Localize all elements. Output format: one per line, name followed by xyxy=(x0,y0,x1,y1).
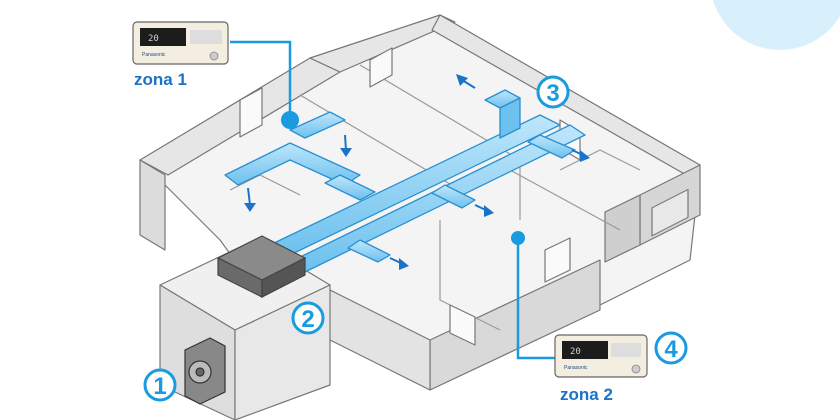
window-right xyxy=(651,188,689,237)
controller-1-knob xyxy=(209,51,219,61)
duct-network xyxy=(224,89,586,273)
partition-4 xyxy=(509,169,621,231)
marker-3: 3 xyxy=(536,75,570,109)
arrow-head-4 xyxy=(580,150,590,162)
duct-branch-right xyxy=(527,134,576,159)
duct-branch-zone1-join xyxy=(324,174,376,201)
arrow-head-1 xyxy=(244,203,256,212)
connector-dot-zone2 xyxy=(511,231,525,245)
outdoor-unit xyxy=(184,337,226,405)
marker-4: 4 xyxy=(654,331,688,365)
marker-4-circle xyxy=(654,331,688,365)
marker-1-circle xyxy=(143,368,177,402)
controller-2-brand: Panasonic xyxy=(564,365,588,371)
marker-2-number: 2 xyxy=(301,306,314,333)
connector-zone2 xyxy=(516,238,555,360)
zone2-label: zona 2 xyxy=(560,385,613,404)
window-back-1 xyxy=(239,87,263,138)
number-markers: 1 2 3 4 xyxy=(143,75,688,402)
marker-1-number: 1 xyxy=(153,373,166,400)
marker-2: 2 xyxy=(291,301,325,335)
arrow-head-5 xyxy=(484,205,494,217)
indoor-unit xyxy=(216,235,307,298)
connector-zone1 xyxy=(230,40,292,118)
controller-2-lcd-text: 20 xyxy=(570,347,581,357)
controller-zone2: 20 Panasonic xyxy=(554,334,648,378)
marker-2-circle xyxy=(291,301,325,335)
partition-6 xyxy=(559,149,641,171)
controller-2-knob xyxy=(631,364,641,374)
controller-1-lcd-text: 20 xyxy=(148,34,159,44)
marker-3-number: 3 xyxy=(546,80,559,107)
outdoor-unit-fan-hub xyxy=(195,367,205,377)
window-back-2 xyxy=(369,47,393,88)
decor-circle xyxy=(712,0,840,50)
marker-3-circle xyxy=(536,75,570,109)
controller-2-lcd xyxy=(562,341,608,359)
marker-4-number: 4 xyxy=(664,336,678,363)
controller-1-lcd xyxy=(140,28,186,46)
connector-lines xyxy=(230,40,555,360)
connector-dot-zone1 xyxy=(281,111,299,129)
airflow-arrows xyxy=(244,74,590,270)
arrow-head-3 xyxy=(456,74,468,86)
partition-5 xyxy=(439,220,501,331)
arrow-down-mid xyxy=(344,134,347,151)
duct-branch-mid xyxy=(431,184,476,209)
duct-riser-side xyxy=(499,97,521,139)
wall-left-face xyxy=(139,159,166,251)
controller-1-buttons xyxy=(190,30,222,44)
marker-1: 1 xyxy=(143,368,177,402)
arrow-down-left xyxy=(247,187,251,206)
wall-back xyxy=(309,14,456,73)
arrow-head-6 xyxy=(399,258,409,270)
controller-1-brand: Panasonic xyxy=(142,52,166,58)
window-front-1 xyxy=(544,237,571,283)
controller-zone1: 20 Panasonic xyxy=(132,21,229,65)
duct-branch-zone1-top xyxy=(289,111,346,139)
window-front-2 xyxy=(449,304,476,346)
arrow-head-2 xyxy=(340,148,352,157)
controller-2-buttons xyxy=(611,343,641,357)
zone1-label: zona 1 xyxy=(134,70,187,89)
indoor-unit-right xyxy=(261,257,306,298)
duct-branch-low xyxy=(347,239,391,263)
wall-right-face-2 xyxy=(604,194,641,263)
